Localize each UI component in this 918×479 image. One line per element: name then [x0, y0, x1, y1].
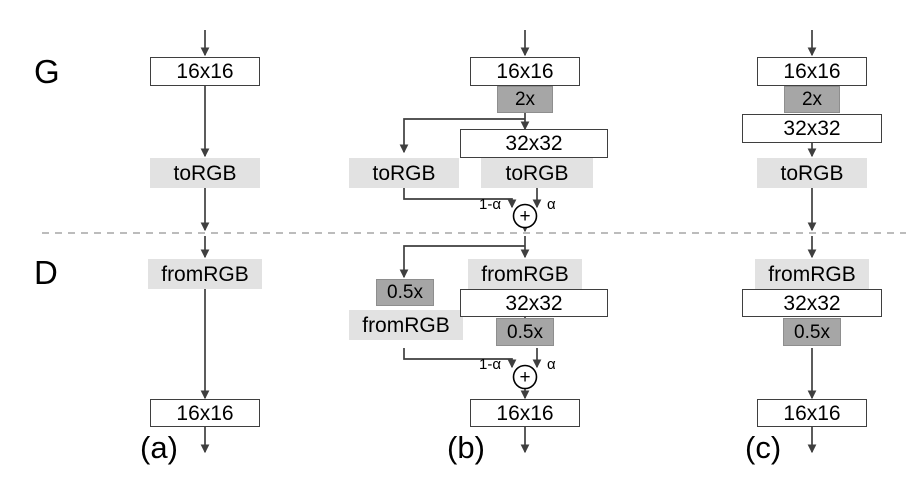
c-generator-res-block-16x16[interactable]: 16x16 — [757, 57, 867, 86]
b-generator-upsample-block[interactable]: 2x — [497, 86, 553, 113]
b-generator-sum-circle — [512, 203, 538, 229]
c-discriminator-res-block-32x32[interactable]: 32x32 — [742, 289, 882, 317]
b-discriminator-fromrgb-block-left[interactable]: fromRGB — [349, 310, 463, 340]
arrow-b-d-split-to-left-downsample — [399, 245, 525, 279]
row-label-generator: G — [34, 53, 60, 90]
panel-label-c: (c) — [745, 430, 782, 465]
c-discriminator-fromrgb-block[interactable]: fromRGB — [755, 259, 869, 289]
b-discriminator-fromrgb-block-right[interactable]: fromRGB — [468, 259, 582, 289]
b-generator-res-block-32x32[interactable]: 32x32 — [460, 129, 608, 158]
panel-label-b: (b) — [447, 430, 485, 465]
c-generator-upsample-block[interactable]: 2x — [784, 86, 840, 113]
c-discriminator-downsample-block[interactable]: 0.5x — [783, 318, 841, 346]
b-discriminator-weight-alpha: α — [547, 356, 556, 373]
b-discriminator-sum-circle — [512, 364, 538, 390]
a-generator-res-block-16x16[interactable]: 16x16 — [150, 57, 260, 86]
c-discriminator-res-block-16x16[interactable]: 16x16 — [757, 399, 867, 427]
b-discriminator-sum-node[interactable]: + — [519, 366, 531, 388]
b-generator-torgb-block-right[interactable]: toRGB — [481, 158, 593, 188]
c-generator-torgb-block[interactable]: toRGB — [757, 158, 867, 188]
a-discriminator-fromrgb-block[interactable]: fromRGB — [148, 259, 262, 289]
b-discriminator-res-block-16x16[interactable]: 16x16 — [470, 399, 580, 427]
arrow-b-g-skip-to-left-torgb — [399, 118, 525, 154]
b-generator-res-block-16x16[interactable]: 16x16 — [470, 57, 580, 86]
b-generator-weight-alpha: α — [547, 196, 556, 213]
b-generator-sum-node[interactable]: + — [519, 205, 531, 227]
c-generator-res-block-32x32[interactable]: 32x32 — [742, 114, 882, 143]
b-generator-torgb-block-left[interactable]: toRGB — [349, 158, 459, 188]
row-label-discriminator: D — [34, 254, 58, 291]
b-discriminator-downsample-block-left[interactable]: 0.5x — [376, 279, 434, 306]
b-discriminator-downsample-block-right[interactable]: 0.5x — [496, 318, 554, 346]
panel-label-a: (a) — [140, 430, 178, 465]
arrow-b-g-left-torgb-to-sum — [403, 188, 517, 209]
a-generator-torgb-block[interactable]: toRGB — [150, 158, 260, 188]
b-discriminator-res-block-32x32[interactable]: 32x32 — [460, 289, 608, 317]
a-discriminator-res-block-16x16[interactable]: 16x16 — [150, 399, 260, 427]
b-generator-weight-one-minus-alpha: 1-α — [479, 196, 502, 213]
arrow-b-d-left-fromrgb-to-sum — [403, 348, 517, 369]
b-discriminator-weight-one-minus-alpha: 1-α — [479, 356, 502, 373]
